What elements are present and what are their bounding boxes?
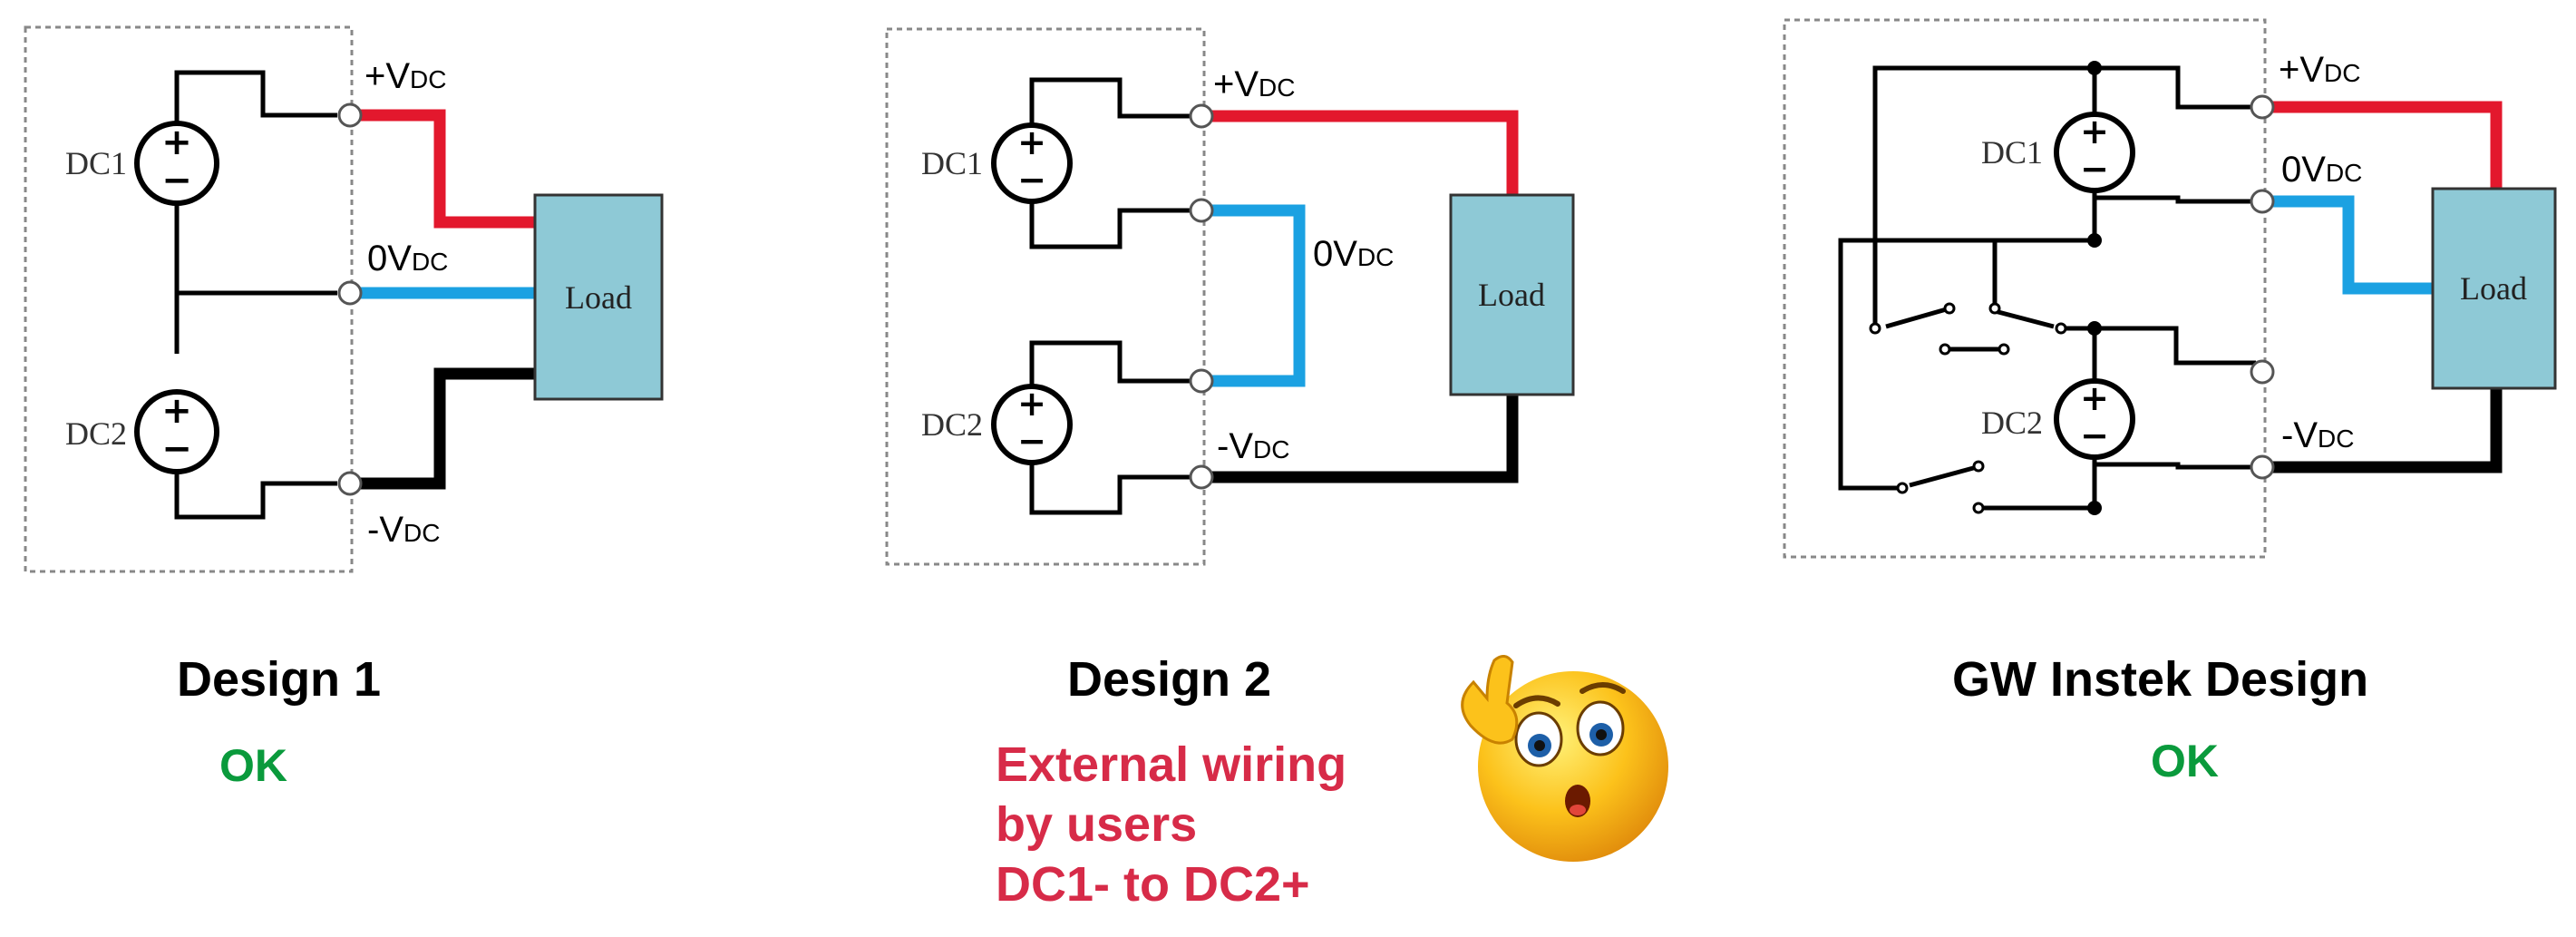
design-1-negative-label: -VDC [367,510,440,550]
design-2-negative-terminal [1189,464,1214,490]
design-3-dc2-label: DC2 [1981,405,2043,441]
design-3-circuit: + − DC1 + − DC2 Load +VDC 0VDC -VDC [1783,18,2557,559]
design-1-status: OK [219,740,287,791]
design-3-title: GW Instek Design [1952,652,2369,707]
design-2-internal-wiring [1029,77,1195,515]
design-2-warning-line-2: by users [996,797,1198,852]
design-1-load [533,193,664,401]
design-1-negative-wire [350,367,535,490]
design-2-load [1449,193,1575,396]
design-2-zero-label: 0VDC [1313,234,1394,274]
design-1-load-label: Load [565,279,632,316]
design-3-dc1-minus: − [2080,149,2109,189]
design-3-zero-label: 0VDC [2281,150,2362,190]
design-2-positive-label: +VDC [1213,64,1296,104]
design-2-dc1-label: DC1 [921,145,983,181]
design-3-load [2431,187,2557,390]
design-3-positive-wire [2269,101,2503,189]
design-2-dc1-source: + − [991,122,1073,204]
design-3-dc2-source: + − [2054,378,2135,460]
design-1-dc1-source: + − [134,121,219,206]
design-1-circuit: + − DC1 + − DC2 Load +VDC 0VDC -VDC [24,25,664,573]
design-3-positive-label: +VDC [2279,50,2361,90]
design-1-enclosure [24,25,354,573]
design-1-title: Design 1 [177,652,382,707]
design-3-junctions [2087,61,2102,515]
design-3-dc1-label: DC1 [1981,134,2043,171]
design-3-switch-nodes [1869,302,2067,514]
design-1-dc2-label: DC2 [65,415,127,452]
design-1-dc2-minus: − [161,428,192,470]
design-1-zero-terminal [337,280,363,306]
design-3-positive-terminal [2250,94,2275,120]
design-2-negative-label: -VDC [1217,426,1289,466]
design-3-negative-wire [2269,388,2503,473]
design-3-load-label: Load [2460,270,2527,307]
design-3-dc1-source: + − [2054,112,2135,193]
design-2-load-label: Load [1478,277,1545,313]
design-1-positive-wire [350,109,535,229]
design-2-negative-wire [1208,395,1519,483]
design-1-dc2-source: + − [134,389,219,474]
design-1-dc1-plus: + [161,122,192,163]
design-2-dc1-plus: + [1017,122,1046,162]
design-2-dc1-negative-terminal [1189,198,1214,223]
design-3-spare-terminal [2250,359,2275,385]
design-2-dc2-minus: − [1017,421,1046,461]
design-1-dc1-minus: − [161,160,192,201]
design-1-dc1-label: DC1 [65,145,127,181]
design-2-positive-wire [1208,110,1519,195]
design-3-internal-wiring [1838,65,2256,511]
design-2-dc2-label: DC2 [921,406,983,443]
design-3-zero-terminal [2250,189,2275,214]
design-2-warning-line-1: External wiring [996,737,1347,792]
design-2-dc2-source: + − [991,384,1073,465]
design-3-negative-terminal [2250,454,2275,480]
design-3-dc2-plus: + [2080,378,2109,418]
design-2-dc1-minus: − [1017,160,1046,200]
design-3-status: OK [2151,736,2219,786]
design-3-zero-wire [2269,195,2433,295]
design-2-positive-terminal [1189,103,1214,129]
design-2-title: Design 2 [1067,652,1272,707]
design-1-positive-label: +VDC [365,56,447,96]
design-1-positive-terminal [337,102,363,128]
design-3-dc1-plus: + [2080,112,2109,151]
design-1-zero-label: 0VDC [367,239,448,278]
design-3-enclosure [1783,18,2267,559]
design-2-warning-line-3: DC1- to DC2+ [996,857,1310,912]
design-3-negative-label: -VDC [2281,415,2354,455]
design-1-dc2-plus: + [161,390,192,432]
design-2-circuit: + − DC1 + − DC2 Load +VDC 0VDC -VDC [885,27,1575,566]
design-1-negative-terminal [337,471,363,496]
design-1-dc1-wiring [174,70,337,520]
design-2-enclosure [885,27,1206,566]
thinking-emoji [1461,655,1668,862]
design-2-dc2-positive-terminal [1189,368,1214,394]
design-3-dc2-minus: − [2080,415,2109,455]
design-2-dc2-plus: + [1017,384,1046,424]
design-2-warning: External wiring by users DC1- to DC2+ [996,735,1431,914]
design-2-zero-wire [1208,204,1306,387]
